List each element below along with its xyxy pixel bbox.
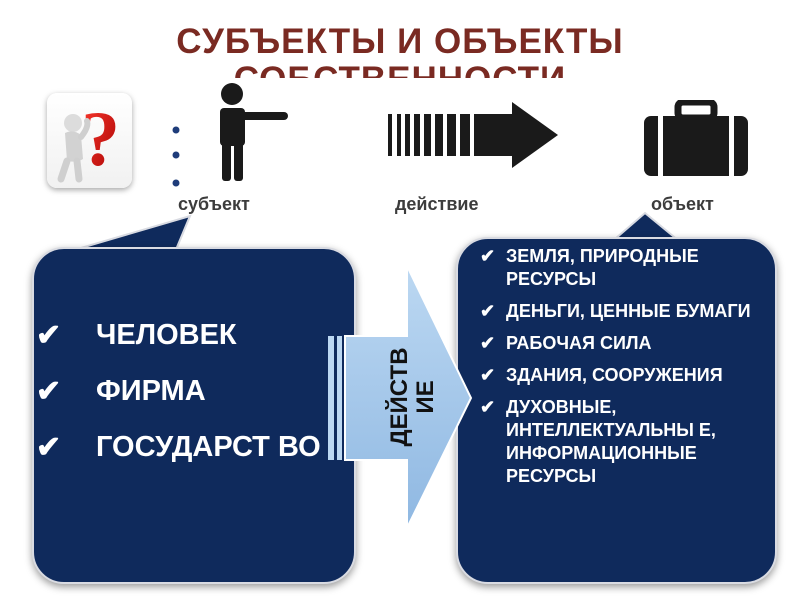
object-text: ДЕНЬГИ, ЦЕННЫЕ БУМАГИ — [506, 301, 751, 321]
list-item: ✔ РАБОЧАЯ СИЛА — [470, 332, 760, 355]
subject-label: субъект — [178, 194, 250, 214]
checkmark-icon: ✔ — [480, 365, 496, 385]
object-label: объект — [651, 194, 714, 214]
checkmark-icon: ✔ — [36, 319, 62, 352]
object-text: ЗЕМЛЯ, ПРИРОДНЫЕ РЕСУРСЫ — [506, 246, 699, 289]
question-icon: ? — [47, 93, 132, 188]
page-title-line2-text: СОБСТВЕННОСТИ — [0, 66, 800, 78]
object-text: ДУХОВНЫЕ, ИНТЕЛЛЕКТУАЛЬНЫ Е, ИНФОРМАЦИОН… — [506, 397, 716, 486]
objects-list: ✔ ЗЕМЛЯ, ПРИРОДНЫЕ РЕСУРСЫ ✔ ДЕНЬГИ, ЦЕННЫ… — [470, 245, 760, 497]
svg-text:?: ? — [81, 95, 120, 182]
page-title: СУБЪЕКТЫ И ОБЪЕКТЫ — [176, 22, 624, 61]
action-arrow — [328, 265, 473, 529]
objects-box: ✔ ЗЕМЛЯ, ПРИРОДНЫЕ РЕСУРСЫ ✔ ДЕНЬГИ, ЦЕННЫ… — [456, 237, 777, 584]
object-text: РАБОЧАЯ СИЛА — [506, 333, 652, 353]
list-item: ✔ ЧЕЛОВЕК — [36, 318, 336, 353]
checkmark-icon: ✔ — [480, 246, 496, 266]
checkmark-icon: ✔ — [480, 397, 496, 417]
list-item: ✔ ДЕНЬГИ, ЦЕННЫЕ БУМАГИ — [470, 300, 760, 323]
action-label: действие — [395, 194, 479, 214]
subject-text: ЧЕЛОВЕК — [96, 319, 237, 351]
arrow-label: ДЕЙСТВ ИЕ — [386, 347, 439, 447]
checkmark-icon: ✔ — [480, 333, 496, 353]
list-item: ✔ ГОСУДАРСТ ВО — [36, 430, 336, 465]
list-item: ✔ ФИРМА — [36, 374, 336, 409]
list-item: ✔ ЗДАНИЯ, СООРУЖЕНИЯ — [470, 364, 760, 387]
person-icon — [205, 83, 295, 188]
briefcase-icon — [642, 98, 750, 183]
list-item: ✔ ДУХОВНЫЕ, ИНТЕЛЛЕКТУАЛЬНЫ Е, ИНФОРМАЦИО… — [470, 396, 760, 488]
checkmark-icon: ✔ — [36, 375, 62, 408]
dots-decoration — [171, 125, 181, 200]
checkmark-icon: ✔ — [36, 431, 62, 464]
subjects-box — [32, 247, 356, 584]
checkmark-icon: ✔ — [480, 301, 496, 321]
subject-text: ФИРМА — [96, 375, 206, 407]
subjects-list: ✔ ЧЕЛОВЕК ✔ ФИРМА ✔ ГОСУДАРСТ ВО — [36, 318, 336, 486]
object-text: ЗДАНИЯ, СООРУЖЕНИЯ — [506, 365, 723, 385]
subject-text: ГОСУДАРСТ ВО — [96, 431, 321, 463]
page-title-line2: СОБСТВЕННОСТИ — [0, 66, 800, 78]
list-item: ✔ ЗЕМЛЯ, ПРИРОДНЫЕ РЕСУРСЫ — [470, 245, 760, 291]
arrow-right-icon — [388, 102, 563, 173]
